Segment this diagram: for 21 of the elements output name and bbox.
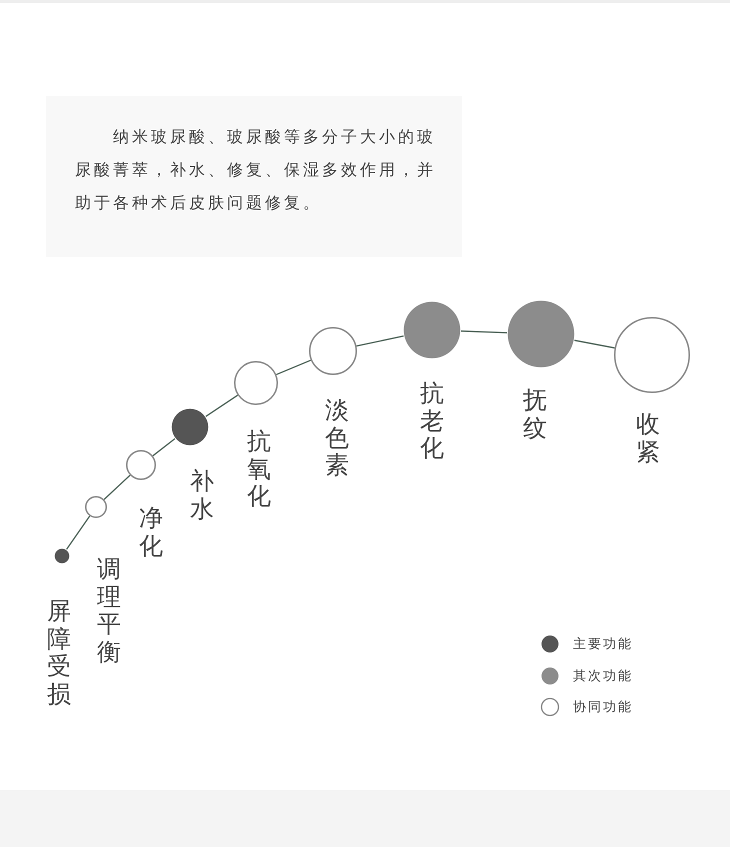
function-label: 补水 bbox=[190, 468, 214, 524]
function-label: 抚纹 bbox=[523, 387, 547, 442]
function-label: 抗氧化 bbox=[247, 428, 271, 511]
function-label: 收紧 bbox=[636, 411, 660, 466]
description-paragraph: 纳米玻尿酸、玻尿酸等多分子大小的玻尿酸菁萃，补水、修复、保湿多效作用，并助于各种术后皮肤问题修复。 bbox=[75, 126, 437, 214]
legend-label: 其次功能 bbox=[573, 668, 633, 685]
curve-connector bbox=[460, 330, 508, 334]
curve-connector bbox=[574, 340, 615, 349]
function-label: 淡色素 bbox=[325, 397, 349, 480]
curve-connector bbox=[205, 394, 238, 417]
function-label: 抗老化 bbox=[420, 380, 444, 463]
function-label: 调理平衡 bbox=[97, 556, 121, 666]
legend-label: 协同功能 bbox=[573, 699, 633, 716]
curve-connector bbox=[356, 335, 404, 347]
function-label: 屏障受损 bbox=[47, 598, 71, 708]
curve-connector bbox=[276, 360, 312, 376]
curve-connector bbox=[152, 438, 176, 456]
legend-label: 主要功能 bbox=[573, 636, 633, 653]
function-label: 净化 bbox=[139, 505, 163, 560]
curve-connector bbox=[66, 516, 90, 550]
curve-connector bbox=[104, 474, 130, 500]
